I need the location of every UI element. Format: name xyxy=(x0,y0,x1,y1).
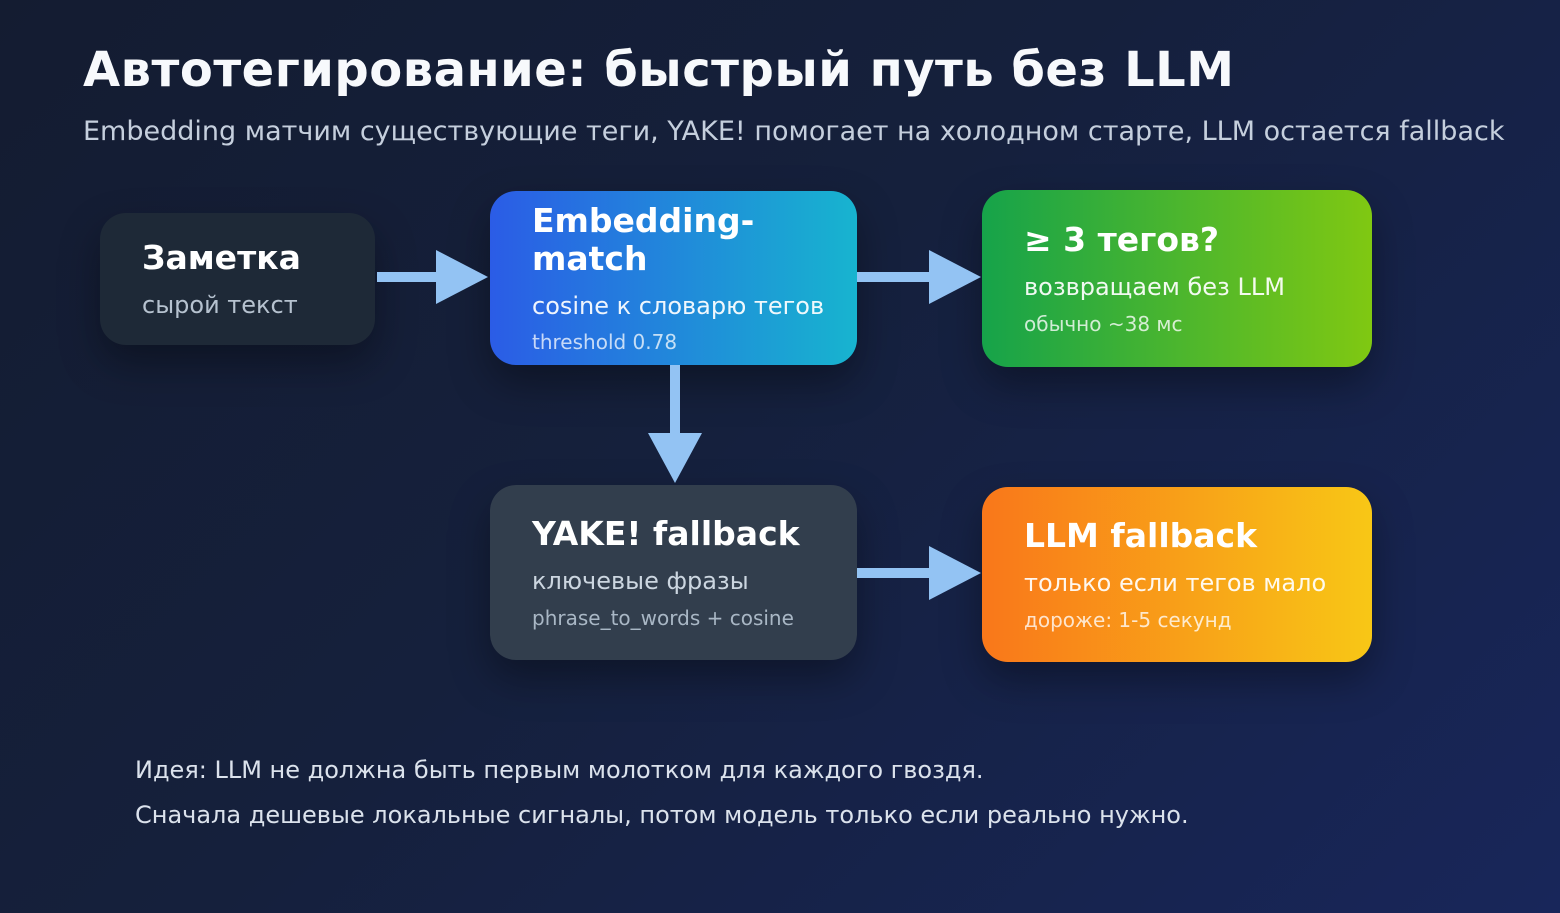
node-note: Заметка сырой текст xyxy=(100,213,375,345)
arrow-head-icon xyxy=(436,250,488,304)
footer-notes: Идея: LLM не должна быть первым молотком… xyxy=(135,756,1189,846)
node-yake-detail: phrase_to_words + cosine xyxy=(532,605,794,630)
arrow-head-icon xyxy=(648,433,702,483)
node-tags-detail: обычно ~38 мс xyxy=(1024,311,1183,336)
footer-line-2: Сначала дешевые локальные сигналы, потом… xyxy=(135,801,1189,829)
node-embedding-subtitle: cosine к словарю тегов xyxy=(532,291,825,320)
arrow-head-icon xyxy=(929,546,981,600)
arrow-shaft xyxy=(857,272,932,282)
page-title: Автотегирование: быстрый путь без LLM xyxy=(83,42,1235,98)
node-tags-title: ≥ 3 тегов? xyxy=(1024,220,1220,260)
header: Автотегирование: быстрый путь без LLM Em… xyxy=(83,42,1504,147)
node-embedding-title: Embedding-match xyxy=(532,200,755,278)
node-note-title: Заметка xyxy=(142,237,301,277)
page-subtitle: Embedding матчим существующие теги, YAKE… xyxy=(83,116,1505,147)
arrow-shaft xyxy=(670,365,680,435)
node-yake-title: YAKE! fallback xyxy=(532,514,800,554)
node-llm-fallback: LLM fallback только если тегов мало доро… xyxy=(982,487,1372,662)
arrow-shaft xyxy=(857,568,932,578)
node-llm-detail: дороже: 1-5 секунд xyxy=(1024,607,1232,632)
node-embedding-match: Embedding-match cosine к словарю тегов t… xyxy=(490,191,857,365)
footer-line-1: Идея: LLM не должна быть первым молотком… xyxy=(135,756,984,784)
arrow-head-icon xyxy=(929,250,981,304)
arrow-shaft xyxy=(377,272,439,282)
node-embedding-detail: threshold 0.78 xyxy=(532,330,678,355)
node-tags-subtitle: возвращаем без LLM xyxy=(1024,273,1285,302)
node-yake-fallback: YAKE! fallback ключевые фразы phrase_to_… xyxy=(490,485,857,660)
node-note-subtitle: сырой текст xyxy=(142,290,298,319)
node-tags-check: ≥ 3 тегов? возвращаем без LLM обычно ~38… xyxy=(982,190,1372,367)
node-yake-subtitle: ключевые фразы xyxy=(532,567,749,596)
node-llm-title: LLM fallback xyxy=(1024,516,1258,556)
node-llm-subtitle: только если тегов мало xyxy=(1024,569,1327,598)
